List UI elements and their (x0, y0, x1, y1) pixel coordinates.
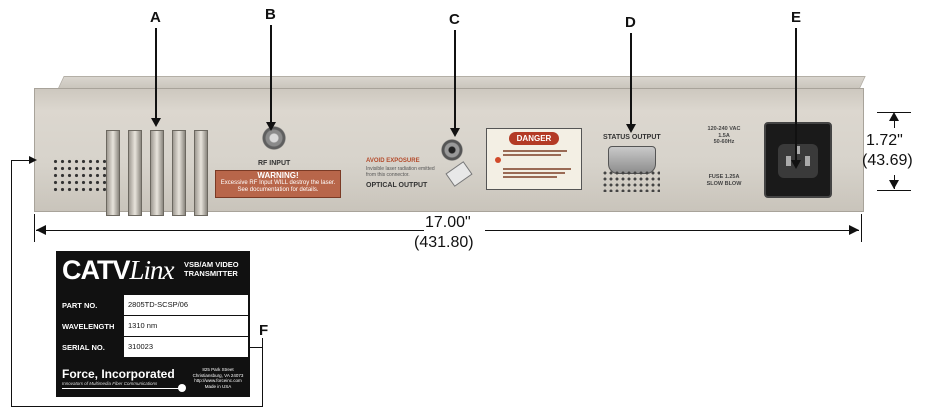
vent-holes-left (52, 158, 106, 194)
danger-title: DANGER (509, 132, 559, 145)
company-tagline: Innovators of Multimedia Fiber Communica… (62, 381, 157, 386)
avoid-exposure-text: Invisible laser radiation emitted from t… (366, 166, 438, 178)
serial-no-value: 310023 (124, 337, 248, 357)
warning-text: Excessive RF Input WILL destroy the lase… (216, 180, 340, 194)
status-output-label: STATUS OUTPUT (603, 134, 661, 141)
width-mm: (431.80) (414, 234, 474, 252)
warning-title: WARNING! (216, 171, 340, 180)
callout-d: D (625, 14, 636, 31)
rf-input-label: RF INPUT (258, 160, 290, 167)
vent-holes-status (602, 170, 660, 192)
wavelength-label: WAVELENGTH (62, 322, 114, 331)
callout-f: F (259, 322, 268, 339)
callout-c: C (449, 11, 460, 28)
company-address: 825 Park Street Christiansburg, VA 24073… (188, 367, 248, 389)
optical-output-label: OPTICAL OUTPUT (366, 182, 427, 189)
optical-output-connector (440, 138, 464, 162)
height-inches: 1.72" (866, 132, 903, 150)
width-inches: 17.00" (425, 214, 471, 232)
brand-logo: CATVLinx (62, 255, 174, 286)
serial-no-label: SERIAL NO. (62, 343, 105, 352)
callout-b: B (265, 6, 276, 23)
company-name: Force, Incorporated (62, 367, 175, 381)
power-rating-text: 120-240 VAC 1.5A 50-60Hz (696, 126, 752, 146)
laser-indicator-icon (495, 157, 501, 163)
height-mm: (43.69) (862, 152, 913, 170)
product-subtitle: VSB/AM VIDEO TRANSMITTER (184, 260, 250, 278)
danger-label: DANGER (486, 128, 582, 190)
fuse-rating-text: FUSE 1.25A SLOW BLOW (700, 174, 748, 187)
heatsink (104, 130, 210, 214)
avoid-exposure-label: AVOID EXPOSURE (366, 158, 420, 164)
warning-label: WARNING! Excessive RF Input WILL destroy… (215, 170, 341, 198)
product-nameplate: CATVLinx VSB/AM VIDEO TRANSMITTER PART N… (56, 251, 250, 397)
part-no-value: 2805TD-SCSP/06 (124, 295, 248, 315)
wavelength-value: 1310 nm (124, 316, 248, 336)
part-no-label: PART NO. (62, 301, 97, 310)
callout-a: A (150, 9, 161, 26)
sparkle-icon (178, 384, 186, 392)
callout-e: E (791, 9, 801, 26)
